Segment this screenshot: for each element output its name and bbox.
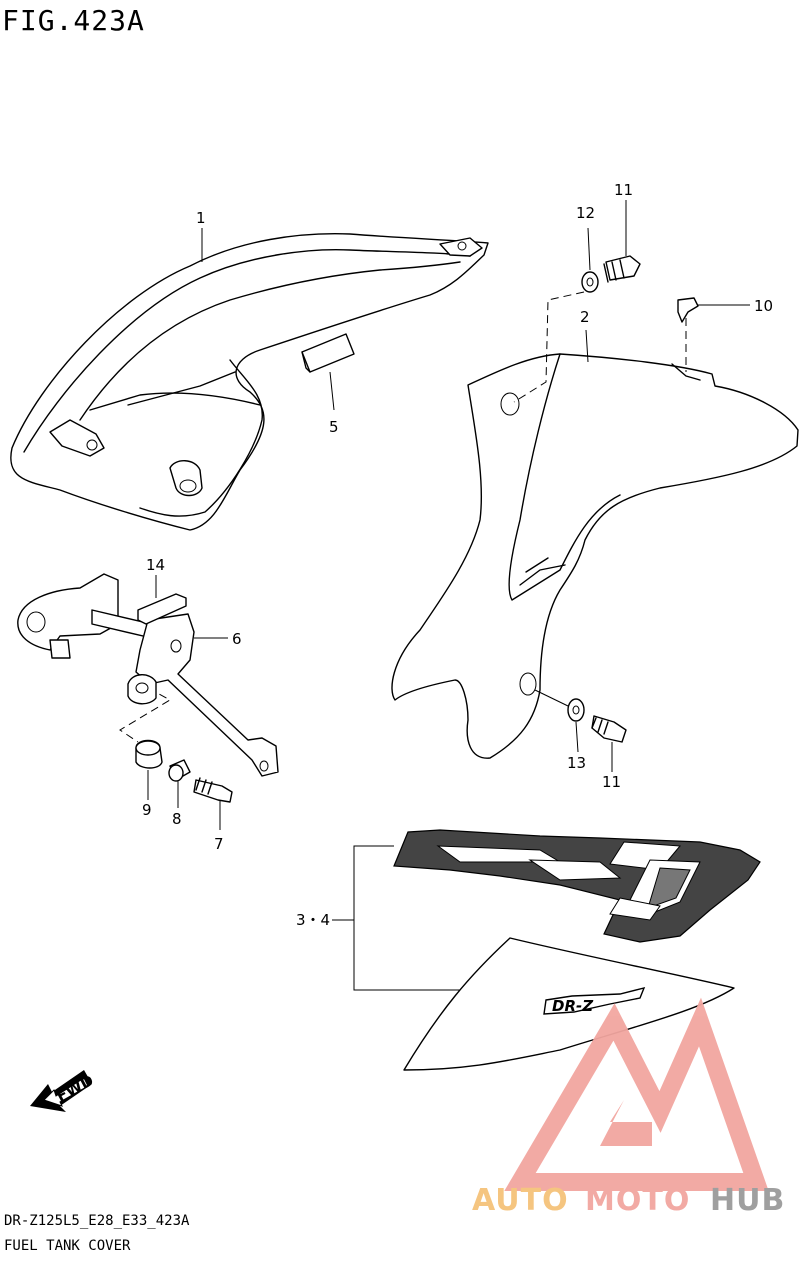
callout-13: 13 — [567, 754, 586, 772]
callout-14: 14 — [146, 556, 165, 574]
callout-11-bottom: 11 — [602, 773, 621, 791]
part-10-clip — [677, 297, 750, 323]
part-14-cushion — [137, 575, 187, 625]
callout-1: 1 — [196, 209, 206, 227]
part-11-bolt-top — [603, 200, 641, 283]
watermark-text-auto: AUTO — [472, 1183, 569, 1218]
footer-model-code: DR-Z125L5_E28_E33_423A — [4, 1213, 190, 1229]
fwd-direction-arrow: FWD — [30, 1070, 97, 1112]
callout-3-4: 3・4 — [296, 911, 330, 929]
watermark-text-hub: HUB — [710, 1183, 785, 1218]
part-1-left-cover — [10, 233, 489, 531]
parts-3-4-decals: DR-Z — [332, 829, 761, 1071]
decal-dr-z-text: DR-Z — [552, 997, 594, 1015]
footer-section-name: FUEL TANK COVER — [4, 1238, 131, 1254]
automotohub-watermark: AUTO MOTO HUB — [472, 997, 785, 1218]
assembly-dashed-lines — [119, 291, 687, 743]
watermark-logo-shape — [504, 997, 769, 1191]
figure-title: FIG.423A — [2, 4, 145, 37]
part-8-collar — [168, 759, 191, 808]
callout-12: 12 — [576, 204, 595, 222]
part-9-grommet — [135, 739, 163, 800]
callout-8: 8 — [172, 810, 182, 828]
callout-2: 2 — [580, 308, 590, 326]
callout-9: 9 — [142, 801, 152, 819]
part-6-bracket — [17, 573, 279, 777]
callout-labels: 1 2 3・4 5 6 7 8 9 10 11 11 12 13 14 — [142, 181, 773, 929]
callout-11-top: 11 — [614, 181, 633, 199]
part-13-washer-bottom — [534, 689, 585, 753]
callout-10: 10 — [754, 297, 773, 315]
part-11-bolt-bottom — [591, 715, 627, 772]
callout-7: 7 — [214, 835, 224, 853]
watermark-text-moto: MOTO — [585, 1183, 690, 1218]
part-5-cushion — [301, 333, 355, 411]
part-7-bolt — [193, 777, 233, 830]
callout-6: 6 — [232, 630, 242, 648]
part-12-washer-top — [581, 227, 599, 293]
part-2-right-cover — [391, 329, 799, 759]
callout-5: 5 — [329, 418, 339, 436]
